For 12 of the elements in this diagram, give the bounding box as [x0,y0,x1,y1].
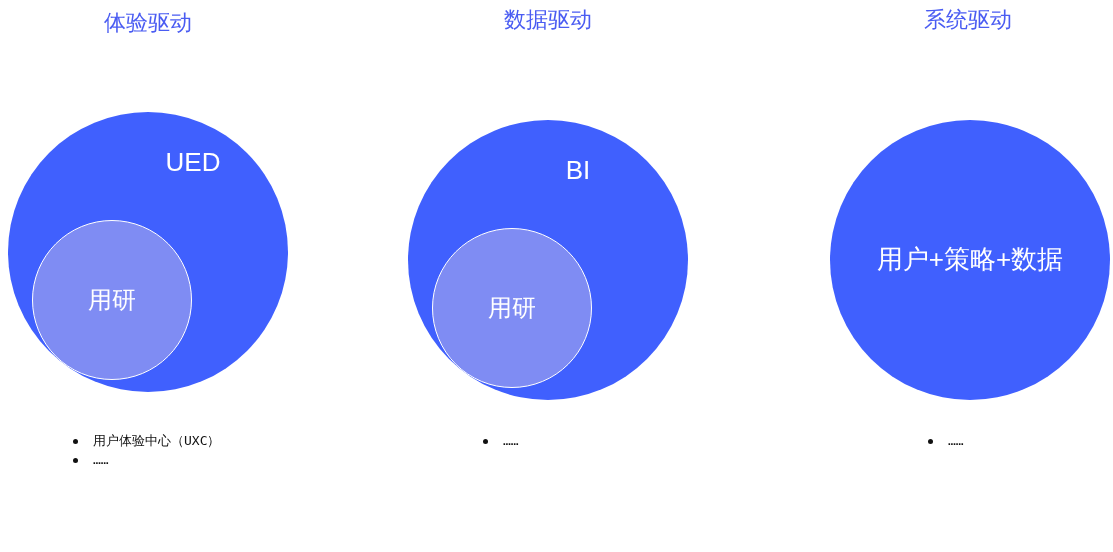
circle-label: UED [165,147,221,179]
list-item-text: …… [503,433,519,450]
list-item-text: …… [948,433,964,450]
circle-label: 用研 [88,285,136,315]
list-item-text: …… [93,452,109,469]
circle-label: BI [565,155,591,187]
circle-label: 用研 [488,293,536,323]
column-heading: 体验驱动 [104,10,192,37]
list-item-text: 用户体验中心（UXC） [93,433,221,450]
column-heading: 系统驱动 [924,7,1012,34]
column-heading: 数据驱动 [504,7,592,34]
circle-label: 用户+策略+数据 [876,244,1064,276]
